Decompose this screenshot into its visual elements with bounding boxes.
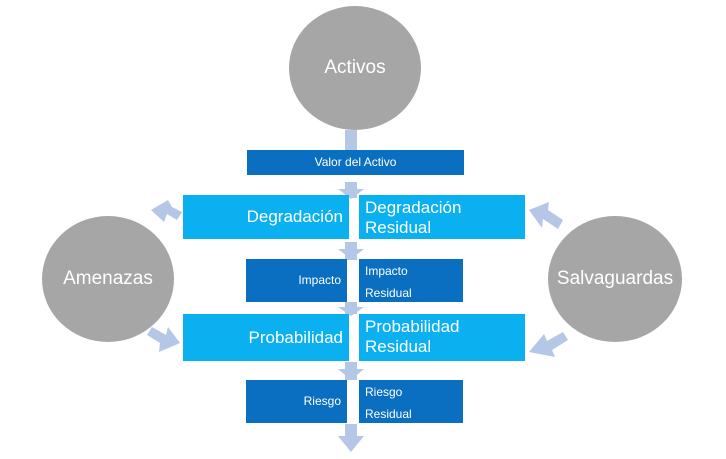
impacto-residual-box: Impacto Residual xyxy=(359,259,463,302)
degradacion-box: Degradación xyxy=(183,195,349,239)
degradacion-residual-box: Degradación Residual xyxy=(359,195,525,239)
probabilidad-box: Probabilidad xyxy=(183,314,349,361)
amenazas-circle: Amenazas xyxy=(42,216,174,342)
spine-arrowhead xyxy=(338,369,364,380)
riesgo-box: Riesgo xyxy=(246,380,347,423)
spine-arrowhead xyxy=(338,307,364,316)
arrow-salvaguardas-to-probabilidad-residual xyxy=(529,332,568,357)
valor-activo-box: Valor del Activo xyxy=(247,150,464,175)
activos-circle: Activos xyxy=(289,6,421,130)
arrow-amenazas-to-degradacion xyxy=(151,200,182,222)
spine-arrowhead xyxy=(338,189,364,199)
impacto-box: Impacto xyxy=(246,259,347,302)
spine-segment xyxy=(345,130,357,152)
riesgo-residual-box: Riesgo Residual xyxy=(359,380,463,423)
spine-arrowhead xyxy=(338,436,364,452)
probabilidad-residual-box: Probabilidad Residual xyxy=(359,314,525,361)
arrow-salvaguardas-to-degradacion-residual xyxy=(529,202,563,229)
spine-arrowhead xyxy=(338,249,364,259)
arrow-amenazas-to-probabilidad xyxy=(147,327,180,352)
salvaguardas-circle: Salvaguardas xyxy=(548,216,682,342)
